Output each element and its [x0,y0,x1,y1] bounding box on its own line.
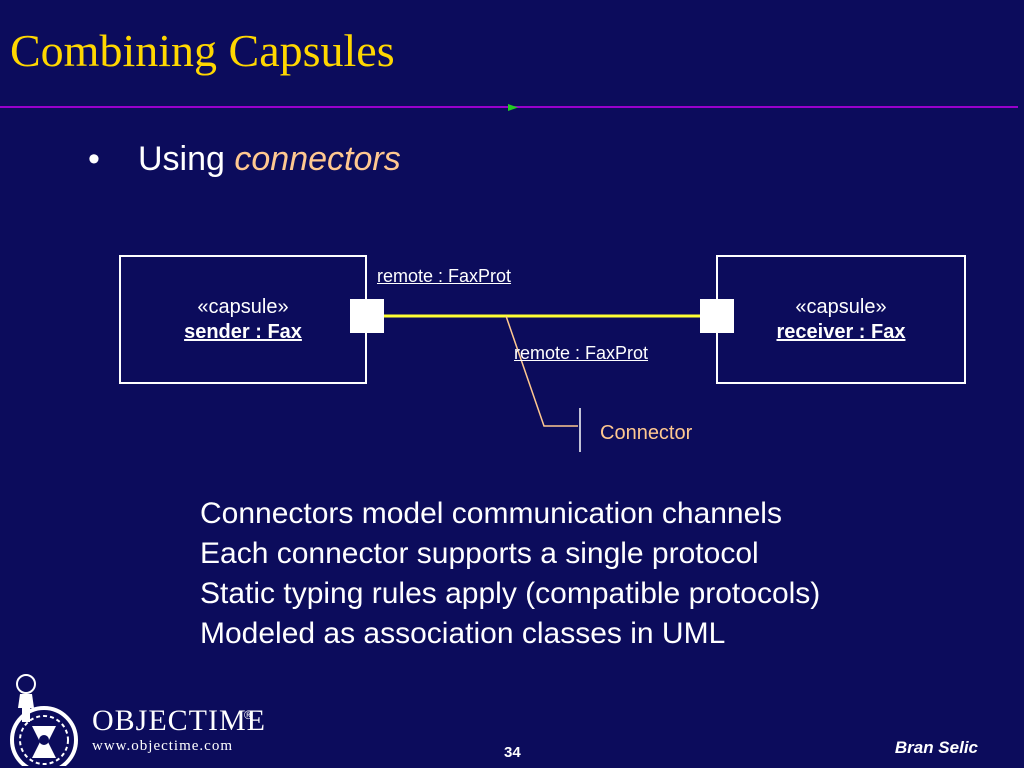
sender-stereotype: «capsule» [197,296,289,318]
receiver-capsule[interactable]: «capsule» receiver : Fax [716,255,966,384]
bullet-marker: • [88,140,100,178]
body-text-block: Connectors model communication channels … [200,494,820,654]
body-line: Modeled as association classes in UML [200,617,726,650]
sender-capsule[interactable]: «capsule» sender : Fax [119,255,367,384]
author-name: Bran Selic [894,738,978,757]
title-divider [0,104,1018,111]
bullet-emphasis: connectors [234,140,401,178]
body-line: Static typing rules apply (compatible pr… [200,577,821,610]
arrow-marker-icon [508,104,518,111]
registered-mark-icon: ® [244,708,253,722]
role-label-top: remote : FaxProt [377,266,512,286]
role-label-bottom: remote : FaxProt [514,343,649,363]
receiver-stereotype: «capsule» [795,296,887,318]
connector-note: Connector [600,422,693,444]
bullet-item: • Using connectors [88,140,401,179]
receiver-port[interactable] [700,299,734,333]
logo-wordmark: OBJECTIME [92,704,266,737]
receiver-name: receiver : Fax [776,321,906,343]
objectime-logo-icon [10,674,78,766]
body-line: Each connector supports a single protoco… [200,537,759,570]
page-number: 34 [504,744,521,761]
bullet-text: Using [138,140,235,178]
logo-url: www.objectime.com [92,738,233,754]
body-line: Connectors model communication channels [200,497,782,530]
sender-name: sender : Fax [184,321,302,343]
slide-title: Combining Capsules [10,25,395,76]
sender-port[interactable] [350,299,384,333]
connector-leader-line [505,315,578,427]
